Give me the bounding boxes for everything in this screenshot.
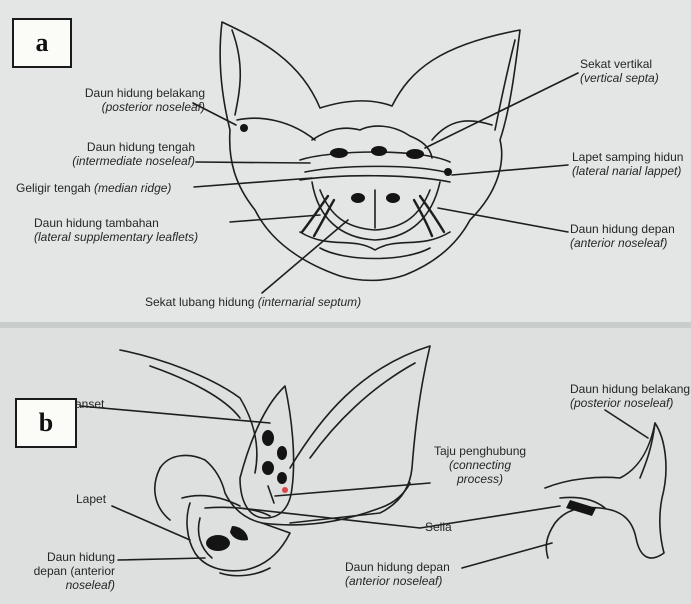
label-lanset: anset (75, 397, 104, 411)
label-lanset-text: anset (75, 397, 104, 411)
label-posterior-noseleaf: Daun hidung belakang (posterior noseleaf… (55, 86, 205, 114)
label-supplementary-id: Daun hidung tambahan (34, 216, 198, 230)
label-vertical-id: Sekat vertikal (580, 57, 659, 71)
label-intermediate-id: Daun hidung tengah (35, 140, 195, 154)
leader-anterior-left (118, 558, 205, 560)
panel-a-tag: a (12, 18, 72, 68)
label-septum-id: Sekat lubang hidung (145, 295, 258, 309)
leader-anterior (438, 208, 568, 232)
label-posterior-b-id: Daun hidung belakang (570, 382, 690, 396)
label-connecting-process: Taju penghubung (connecting process) (425, 444, 535, 486)
label-posterior-id: Daun hidung belakang (55, 86, 205, 100)
panel-a-tag-text: a (36, 28, 49, 58)
leader-supplementary (230, 215, 320, 222)
label-supplementary-leaflets: Daun hidung tambahan (lateral supplement… (34, 216, 198, 244)
leader-intermediate (196, 162, 310, 163)
label-connecting-en2: process) (425, 472, 535, 486)
leader-septum (262, 220, 348, 293)
right-ear-outline (290, 346, 430, 523)
label-anterior-noseleaf: Daun hidung depan (anterior noseleaf) (570, 222, 675, 250)
label-posterior-b-en: (posterior noseleaf) (570, 396, 690, 410)
label-anterior-left-id: Daun hidung (5, 550, 115, 564)
label-median-en: (median ridge) (94, 181, 171, 195)
label-median-ridge: Geligir tengah (median ridge) (16, 181, 171, 195)
label-anterior-left-en: noseleaf) (5, 578, 115, 592)
panel-b-tag-text: b (39, 408, 53, 438)
panel-b: b anset Lapet Daun hidung depan (anterio… (0, 322, 691, 604)
label-lapet-text: Lapet (76, 492, 106, 506)
label-lappet-en: (lateral narial lappet) (572, 164, 683, 178)
leader-lanset (80, 406, 270, 423)
label-internarial-septum: Sekat lubang hidung (internarial septum) (145, 295, 361, 309)
label-anterior-right-en: (anterior noseleaf) (345, 574, 450, 588)
label-anterior-en: (anterior noseleaf) (570, 236, 675, 250)
leader-median (194, 178, 312, 187)
label-vertical-septa: Sekat vertikal (vertical septa) (580, 57, 659, 85)
label-anterior-right-id: Daun hidung depan (345, 560, 450, 574)
label-lateral-narial-lappet: Lapet samping hidun (lateral narial lapp… (572, 150, 683, 178)
leader-lapet (112, 506, 190, 540)
panel-a: a Daun hidung belakang (posterior nosele… (0, 0, 691, 322)
label-anterior-id: Daun hidung depan (570, 222, 675, 236)
label-anterior-noseleaf-left: Daun hidung depan (anterior noseleaf) (5, 550, 115, 592)
label-anterior-left-id2: depan (anterior (5, 564, 115, 578)
label-lapet: Lapet (76, 492, 106, 506)
label-sella-text: Sella (425, 520, 452, 534)
label-anterior-noseleaf-right: Daun hidung depan (anterior noseleaf) (345, 560, 450, 588)
leader-lappet (452, 165, 568, 175)
label-intermediate-en: (intermediate noseleaf) (35, 154, 195, 168)
label-supplementary-en: (lateral supplementary leaflets) (34, 230, 198, 244)
label-median-id: Geligir tengah (16, 181, 94, 195)
label-intermediate-noseleaf: Daun hidung tengah (intermediate noselea… (35, 140, 195, 168)
label-posterior-en: (posterior noseleaf) (55, 100, 205, 114)
label-vertical-en: (vertical septa) (580, 71, 659, 85)
label-posterior-noseleaf-b: Daun hidung belakang (posterior noseleaf… (570, 382, 690, 410)
head-outline (220, 22, 520, 280)
label-septum-en: (internarial septum) (258, 295, 361, 309)
label-lappet-id: Lapet samping hidun (572, 150, 683, 164)
label-connecting-en1: (connecting (425, 458, 535, 472)
label-connecting-id: Taju penghubung (425, 444, 535, 458)
panel-b-tag: b (15, 398, 77, 448)
left-ear-inner (232, 30, 240, 115)
leader-posterior-right (605, 410, 648, 438)
noseleaf-detail (545, 423, 666, 558)
leader-anterior-right (462, 543, 552, 568)
label-sella: Sella (425, 520, 452, 534)
